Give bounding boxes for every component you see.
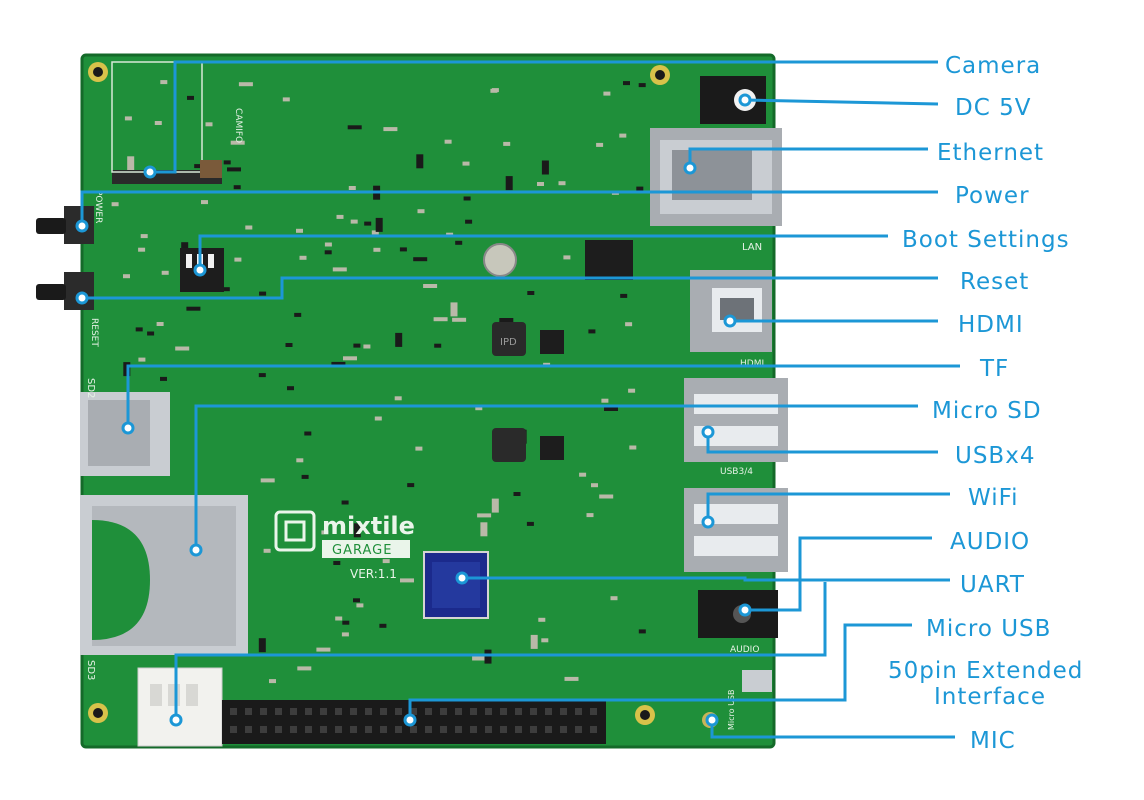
callout-marker-audio (738, 603, 752, 617)
inductor (492, 428, 526, 462)
callout-label-ethernet: Ethernet (937, 140, 1044, 166)
callout-line-micro-sd (194, 404, 918, 550)
callout-label-boot-settings: Boot Settings (902, 227, 1070, 253)
uart-connector (137, 667, 223, 747)
sd-card-slot: SD3 (80, 495, 248, 680)
inductor (492, 322, 526, 356)
micro-usb-port (742, 670, 772, 692)
callout-label-power: Power (955, 183, 1030, 209)
callout-label-wifi: WiFi (968, 485, 1019, 511)
callout-label-camera: Camera (945, 53, 1041, 79)
callout-line-50pin (408, 623, 912, 720)
callout-lines (80, 60, 960, 739)
silk-sd3: SD3 (85, 660, 96, 680)
callout-line-reset (82, 276, 938, 300)
callout-marker-dc-5v (738, 93, 752, 107)
tf-card-slot: SD2 (80, 378, 170, 476)
silk-usb34: USB3/4 (720, 467, 753, 477)
callout-label-dc-5v: DC 5V (955, 95, 1031, 121)
chip-ipd: IPD (500, 337, 517, 348)
callout-marker-camera (143, 165, 157, 179)
callout-line-boot-settings (198, 234, 888, 270)
callout-line-uart (462, 576, 950, 582)
pmic-chip (540, 330, 564, 354)
audio-jack: AUDIO (698, 590, 778, 655)
callout-line-tf (126, 364, 960, 428)
mixtile-logo: mixtile GARAGE VER:1.1 (274, 510, 415, 581)
version: VER:1.1 (350, 567, 397, 581)
callout-marker-tf (121, 421, 135, 435)
callout-label-tf: TF (979, 356, 1009, 382)
callout-marker-uart (455, 571, 469, 585)
callout-markers (75, 93, 752, 727)
callout-marker-reset (75, 291, 89, 305)
callout-marker-power (75, 219, 89, 233)
silk-audio: AUDIO (730, 645, 759, 655)
callout-marker-hdmi (723, 314, 737, 328)
silk-power: POWER (93, 190, 103, 223)
callout-line-wifi (706, 492, 950, 522)
power-button: POWER (36, 190, 103, 244)
callout-label-usbx4: USBx4 (955, 443, 1035, 469)
silk-sd2: SD2 (85, 378, 96, 398)
coin-battery (483, 243, 517, 277)
hdmi-port: HDMI (690, 270, 772, 369)
callout-label-uart: UART (960, 572, 1025, 598)
silk-lan: LAN (742, 242, 762, 253)
silk-hdmi: HDMI (740, 359, 764, 369)
callout-marker-ethernet (683, 161, 697, 175)
callout-label-audio: AUDIO (950, 529, 1030, 555)
ethernet-chip (585, 240, 633, 280)
callout-marker-50pin (403, 713, 417, 727)
callout-marker-usbx4 (701, 425, 715, 439)
callout-marker-boot-settings (193, 263, 207, 277)
callout-line-audio (745, 536, 932, 612)
callout-label-reset: Reset (960, 269, 1029, 295)
callout-label-50pin: 50pin Extended (888, 658, 1083, 684)
callout-marker-micro-usb (169, 713, 183, 727)
callout-line-power (80, 190, 938, 226)
callout-line-micro-usb (174, 582, 827, 720)
silk-micro-usb: Micro USB (727, 690, 736, 731)
callout-marker-wifi (701, 515, 715, 529)
reset-button: RESET (36, 272, 99, 347)
callout-line-usbx4 (706, 432, 938, 454)
callout-label-mic: MIC (970, 728, 1016, 754)
callout-label-micro-usb: Micro USB (926, 616, 1051, 642)
usb-ports: USB3/4 (684, 378, 788, 572)
pmic-chip (540, 436, 564, 460)
brand-sub: GARAGE (332, 543, 392, 558)
callout-line-dc-5v (744, 98, 939, 106)
callout-marker-mic (705, 713, 719, 727)
callout-line-camera (150, 60, 938, 174)
callout-label-50pin-2: Interface (934, 684, 1046, 710)
camera-connector: CAMIFO (111, 61, 243, 184)
callout-marker-micro-sd (189, 543, 203, 557)
callout-label-micro-sd: Micro SD (932, 398, 1042, 424)
silk-reset: RESET (89, 318, 99, 347)
silk-camera: CAMIFO (233, 108, 243, 143)
callout-label-hdmi: HDMI (958, 312, 1024, 338)
brand-name: mixtile (322, 512, 415, 540)
